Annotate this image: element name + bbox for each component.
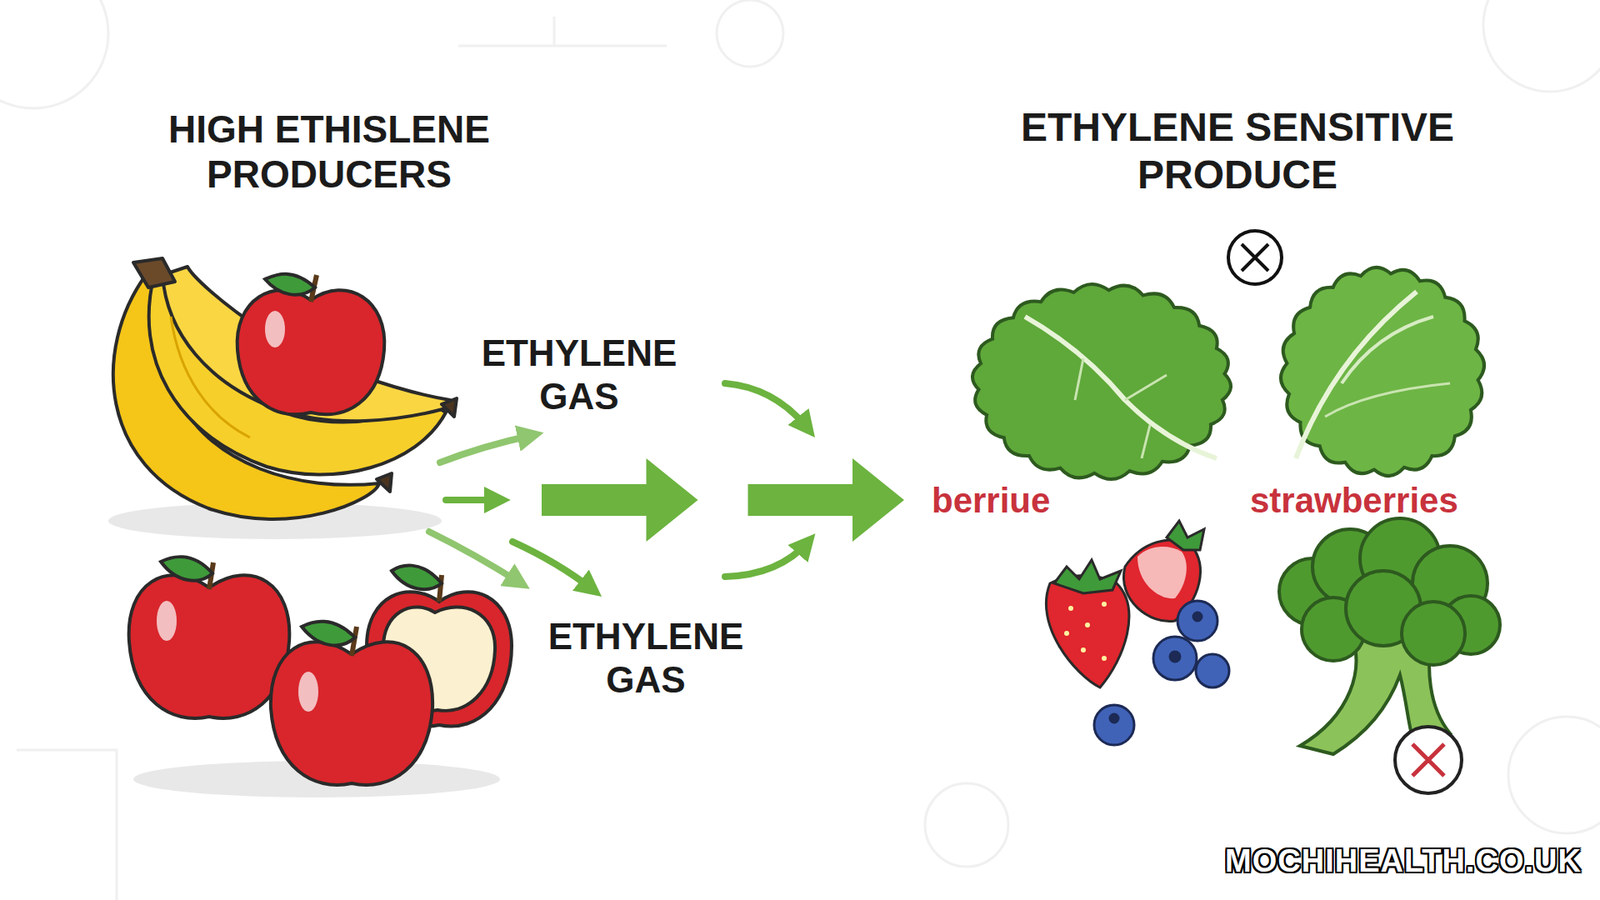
seeds: [1064, 601, 1107, 661]
blueberry: [1094, 600, 1230, 745]
apple: [270, 621, 433, 785]
produce-group: HIGH ETHISLENE PRODUCERS: [116, 106, 542, 799]
gas-label: ETHYLENE GAS: [462, 331, 696, 419]
apple: [129, 556, 290, 719]
strawberry: [1045, 520, 1205, 688]
broccoli: [1279, 518, 1500, 755]
produce-label: strawberries: [1250, 480, 1459, 521]
group-heading: ETHYLENE SENSITIVE PRODUCE: [1012, 104, 1463, 199]
gas-label: ETHYLENE GAS: [529, 615, 763, 702]
group-heading: HIGH ETHISLENE PRODUCERS: [120, 106, 538, 198]
lettuce: [972, 284, 1231, 480]
flow-arrow: [541, 458, 905, 542]
block-arrow: [748, 458, 905, 542]
lettuce: [1280, 267, 1485, 476]
produce-label: berriue: [931, 480, 1050, 521]
banana-bunch: [108, 258, 457, 540]
cross-symbol: [1395, 726, 1462, 794]
no-symbol: [1228, 230, 1282, 285]
watermark: MOCHIHEALTH.CO.UK: [1225, 843, 1582, 880]
apple: [237, 274, 385, 415]
produce-group: ETHYLENE SENSITIVE PRODUCE: [904, 104, 1571, 771]
block-arrow: [541, 458, 699, 542]
